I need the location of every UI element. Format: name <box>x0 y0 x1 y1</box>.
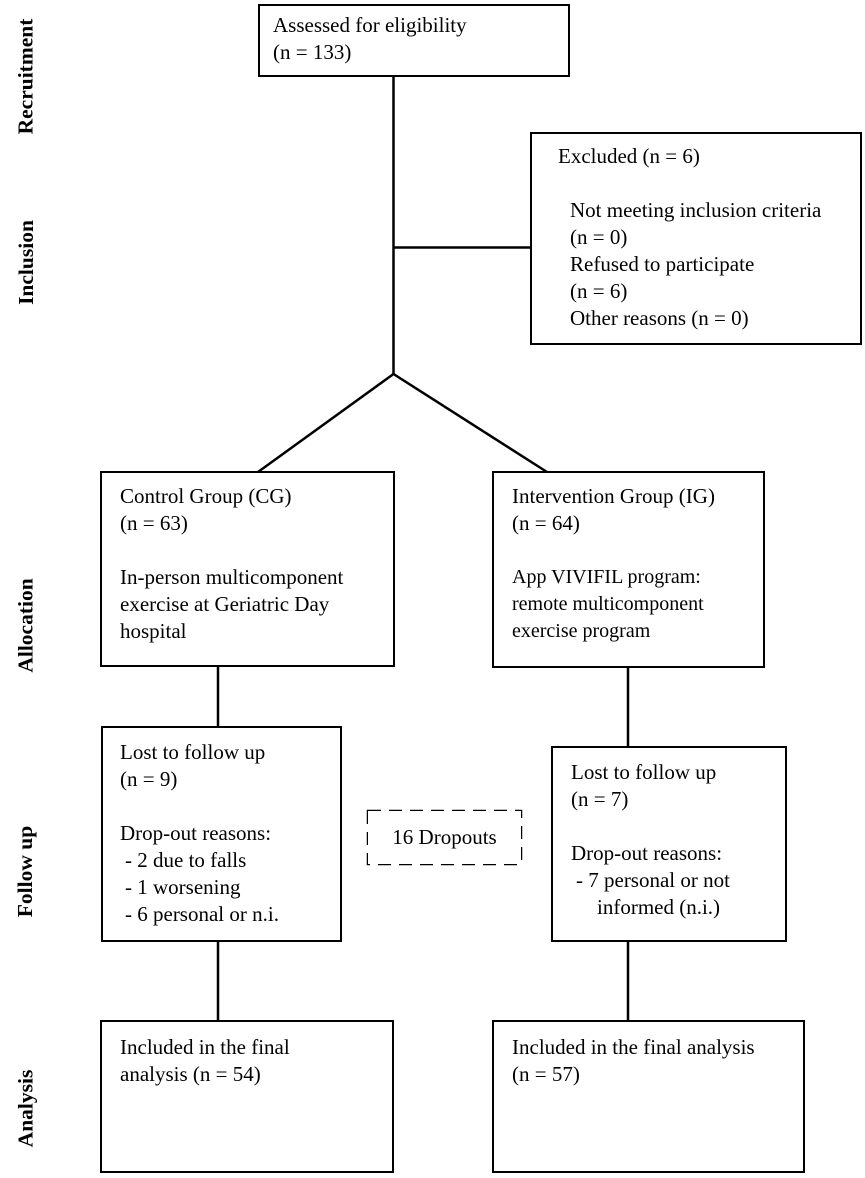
control-group-title: Control Group (CG) <box>120 484 292 508</box>
stage-label-text: Recruitment <box>13 18 38 134</box>
analysis-cg-line2: analysis (n = 54) <box>120 1062 261 1086</box>
dropouts-label: 16 Dropouts <box>392 825 497 849</box>
intervention-group-desc: remote multicomponent <box>512 593 704 615</box>
analysis-ig-line2: (n = 57) <box>512 1062 580 1086</box>
line-apex-to-control <box>257 372 395 474</box>
lost-ig-reasons-title: Drop-out reasons: <box>571 841 723 865</box>
control-group-desc: hospital <box>120 619 187 643</box>
intervention-group-desc: App VIVIFIL program: <box>512 566 701 588</box>
line-apex-to-intervention <box>392 372 548 474</box>
stage-label-text: Inclusion <box>13 219 38 305</box>
lost-ig-reason: informed (n.i.) <box>597 895 721 919</box>
lost-cg-reasons-title: Drop-out reasons: <box>120 821 272 845</box>
lost-followup-ig-box: Lost to follow up (n = 7) Drop-out reaso… <box>551 746 787 942</box>
excluded-item-n: (n = 0) <box>570 225 628 249</box>
stage-label-recruitment: Recruitment <box>0 0 52 156</box>
stage-label-text: Follow up <box>13 825 38 917</box>
spacer <box>512 537 757 564</box>
lost-followup-cg-box: Lost to follow up (n = 9) Drop-out reaso… <box>101 726 342 942</box>
excluded-title: Excluded (n = 6) <box>558 144 700 168</box>
lost-ig-reason: - 7 personal or not <box>576 868 730 892</box>
control-group-desc: In-person multicomponent <box>120 565 344 589</box>
intervention-group-n: (n = 64) <box>512 511 580 535</box>
excluded-item: Refused to participate <box>570 252 755 276</box>
control-group-desc: exercise at Geriatric Day <box>120 592 330 616</box>
excluded-item: Not meeting inclusion criteria <box>570 198 822 222</box>
intervention-group-desc: exercise program <box>512 620 651 642</box>
spacer <box>571 813 779 840</box>
control-group-n: (n = 63) <box>120 511 188 535</box>
spacer <box>120 793 334 820</box>
lost-ig-n: (n = 7) <box>571 787 629 811</box>
spacer <box>120 537 385 564</box>
stage-label-text: Analysis <box>13 1069 38 1147</box>
analysis-cg-line1: Included in the final <box>120 1035 290 1059</box>
stage-label-analysis: Analysis <box>0 1028 52 1178</box>
excluded-item-n: (n = 6) <box>570 279 628 303</box>
lost-cg-reason: - 2 due to falls <box>125 848 247 872</box>
control-group-box: Control Group (CG) (n = 63) In-person mu… <box>100 471 395 667</box>
lost-cg-title: Lost to follow up <box>120 740 266 764</box>
spacer <box>558 170 852 197</box>
lost-cg-reason: - 6 personal or n.i. <box>125 902 279 926</box>
excluded-box: Excluded (n = 6) Not meeting inclusion c… <box>530 132 862 345</box>
analysis-ig-line1: Included in the final analysis <box>512 1035 755 1059</box>
analysis-ig-box: Included in the final analysis (n = 57) <box>492 1020 805 1173</box>
stage-label-inclusion: Inclusion <box>0 182 52 342</box>
assessed-line2: (n = 133) <box>273 40 352 64</box>
assessed-box: Assessed for eligibility (n = 133) <box>258 4 570 77</box>
stage-label-text: Allocation <box>13 577 38 673</box>
intervention-group-box: Intervention Group (IG) (n = 64) App VIV… <box>492 471 765 668</box>
lost-ig-title: Lost to follow up <box>571 760 717 784</box>
excluded-item: Other reasons (n = 0) <box>570 306 749 330</box>
lost-cg-n: (n = 9) <box>120 767 178 791</box>
lost-cg-reason: - 1 worsening <box>125 875 241 899</box>
dropouts-box: 16 Dropouts <box>368 811 521 864</box>
stage-label-follow-up: Follow up <box>0 791 52 951</box>
stage-label-allocation: Allocation <box>0 545 52 705</box>
assessed-line1: Assessed for eligibility <box>273 13 467 37</box>
intervention-group-title: Intervention Group (IG) <box>512 484 715 508</box>
analysis-cg-box: Included in the final analysis (n = 54) <box>100 1020 394 1173</box>
